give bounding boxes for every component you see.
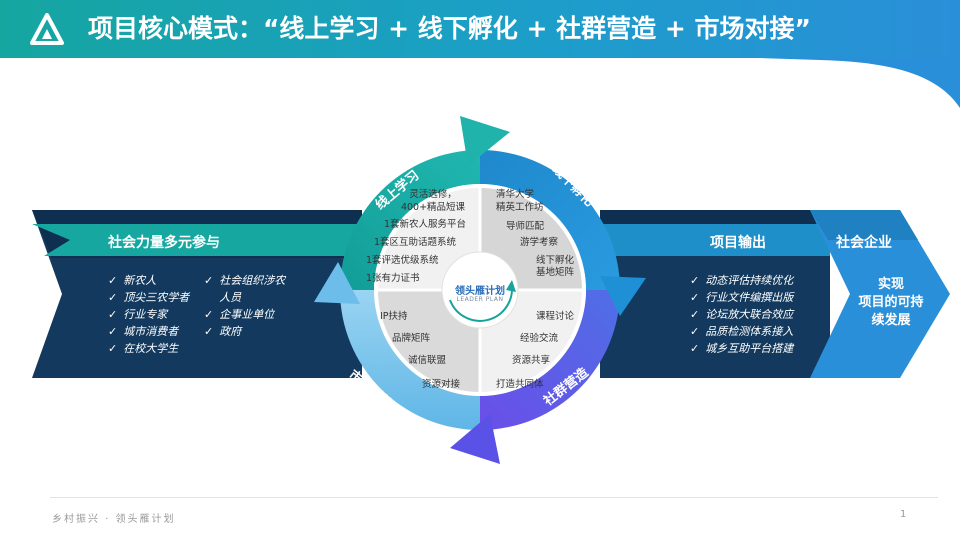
page-title: 项目核心模式：“线上学习 + 线下孵化 + 社群营造 + 市场对接” <box>88 14 811 43</box>
left-band <box>32 210 362 378</box>
left-list-col2: ✓社会组织涉农 ✓人员 ✓企事业单位 ✓政府 <box>204 272 285 340</box>
footer-text: 乡村振兴 · 领头雁计划 <box>52 514 176 525</box>
online-item: 1张有力证书 <box>366 273 420 284</box>
header-swoop <box>760 58 960 108</box>
list-item: ✓顶尖三农学者 <box>108 291 190 304</box>
list-item: ✓动态评估持续优化 <box>690 274 794 287</box>
online-item: 1套评选优级系统 <box>366 255 439 266</box>
list-item: ✓在校大学生 <box>108 342 179 355</box>
list-item: ✓政府 <box>204 325 242 338</box>
online-item: 1套区互助话题系统 <box>374 237 457 248</box>
offline-item: 清华大学 <box>496 189 535 200</box>
left-list-col1: ✓新农人 ✓顶尖三农学者 ✓行业专家 ✓城市消费者 ✓在校大学生 <box>108 272 189 357</box>
list-item: ✓社会组织涉农 <box>204 274 286 287</box>
center-subtitle: LEADER PLAN <box>456 296 504 303</box>
market-item: 品牌矩阵 <box>392 333 431 344</box>
list-item: ✓人员 <box>219 291 242 304</box>
ring-offline <box>480 150 620 290</box>
cycle-diagram: 线上学习 线下孵化 社群营造 市场对接 <box>314 116 646 464</box>
offline-item: 基地矩阵 <box>536 267 575 278</box>
online-item: 1套新农人服务平台 <box>384 219 467 230</box>
right-panel-title: 项目输出 <box>710 235 766 251</box>
arrow-head-online <box>460 116 510 166</box>
offline-item: 线下孵化 <box>536 255 575 266</box>
community-item: 课程讨论 <box>536 311 575 322</box>
goal-text: 实现 项目的可持 续发展 <box>858 277 924 328</box>
center-title: 领头雁计划 <box>455 286 505 297</box>
enterprise-title: 社会企业 <box>836 235 892 251</box>
list-item: ✓新农人 <box>108 274 157 287</box>
list-item: ✓城市消费者 <box>108 325 179 338</box>
offline-item: 导师匹配 <box>506 221 545 232</box>
community-item: 经验交流 <box>520 333 559 344</box>
list-item: ✓城乡互助平台搭建 <box>690 342 794 355</box>
offline-item: 游学考察 <box>520 237 559 248</box>
left-panel-title: 社会力量多元参与 <box>108 235 220 251</box>
offline-item: 精英工作坊 <box>496 202 544 213</box>
list-item: ✓品质检测体系接入 <box>690 325 794 338</box>
market-item: 诚信联盟 <box>408 355 447 366</box>
footer-divider <box>50 497 938 498</box>
list-item: ✓企事业单位 <box>204 308 275 321</box>
list-item: ✓行业文件编撰出版 <box>690 291 794 304</box>
right-band <box>600 210 950 378</box>
list-item: ✓行业专家 <box>108 308 168 321</box>
arrow-head-community <box>450 414 500 464</box>
ring-online <box>340 150 480 290</box>
community-item: 资源共享 <box>512 355 551 366</box>
market-item: IP扶持 <box>380 311 408 322</box>
header-bar: 项目核心模式：“线上学习 + 线下孵化 + 社群营造 + 市场对接” <box>0 0 960 58</box>
market-item: 资源对接 <box>422 379 461 390</box>
online-item: 灵活选修， <box>409 189 457 200</box>
page-number: 1 <box>900 509 907 520</box>
logo-icon <box>30 13 64 45</box>
ring-market <box>340 290 480 430</box>
community-item: 打造共同体 <box>496 379 544 390</box>
right-list: ✓动态评估持续优化 ✓行业文件编撰出版 ✓论坛放大联合效应 ✓品质检测体系接入 … <box>690 272 793 357</box>
online-item: 400+精品短课 <box>400 202 466 213</box>
list-item: ✓论坛放大联合效应 <box>690 308 794 321</box>
arrow-head-offline <box>600 276 646 316</box>
arrow-head-market <box>314 262 360 304</box>
ring-community <box>480 290 620 430</box>
